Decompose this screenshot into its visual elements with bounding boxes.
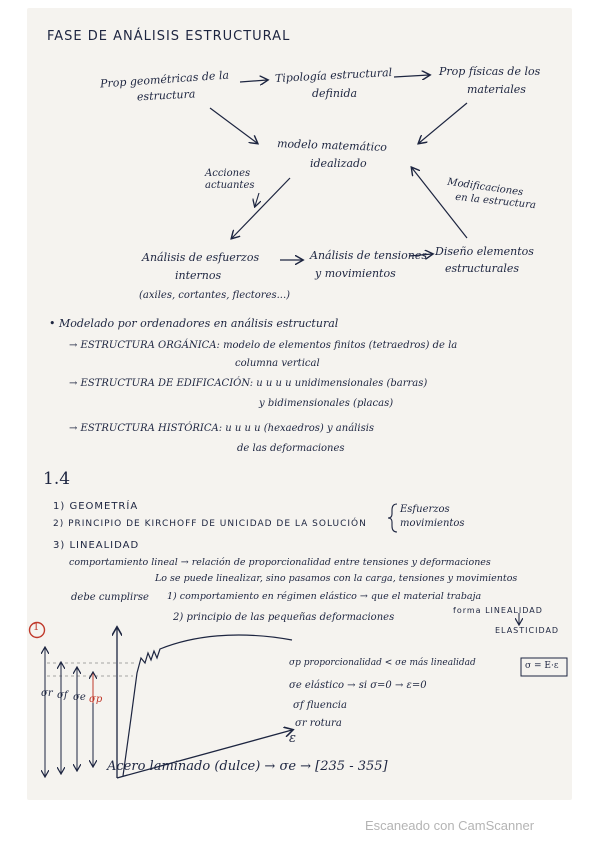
acciones-line1: Acciones: [205, 168, 251, 179]
edificacion-line1: → ESTRUCTURA DE EDIFICACIÓN: u u u u uni…: [69, 378, 428, 389]
prop-fisicas-line2: materiales: [467, 83, 526, 96]
legend-proporcionalidad: σp proporcionalidad < σe más linealidad: [289, 658, 476, 668]
item-linealidad: 3) LINEALIDAD: [53, 540, 140, 551]
legend-rotura: σr rotura: [295, 718, 342, 729]
esfuerzos-examples: (axiles, cortantes, flectores...): [139, 290, 291, 301]
tipologia-line2: definida: [312, 87, 358, 100]
legend-elastico: σe elástico → si σ=0 → ε=0: [289, 680, 427, 691]
prop-fisicas-line1: Prop físicas de los: [439, 65, 541, 78]
analisis-esfuerzos-line1: Análisis de esfuerzos: [142, 251, 260, 264]
ylabel-sigma-r: σr: [41, 688, 53, 699]
linealidad-pequenas: 2) principio de las pequeñas deformacion…: [173, 612, 395, 623]
organica-line2: columna vertical: [235, 358, 320, 369]
elasticidad-tag: ELASTICIDAD: [495, 626, 560, 635]
edificacion-line2: y bidimensionales (placas): [259, 398, 394, 409]
modelado-heading: • Modelado por ordenadores en análisis e…: [49, 317, 339, 330]
diseno-line1: Diseño elementos: [435, 245, 534, 258]
legend-fluencia: σf fluencia: [293, 700, 347, 711]
diseno-line2: estructurales: [445, 262, 520, 275]
modelo-line2: idealizado: [310, 157, 367, 170]
xlabel-epsilon: ε: [289, 731, 296, 746]
linealidad-debe: debe cumplirse: [71, 592, 149, 603]
organica-line1: → ESTRUCTURA ORGÁNICA: modelo de element…: [69, 340, 458, 351]
item-geometria: 1) GEOMETRÍA: [53, 501, 139, 512]
camscanner-watermark: Escaneado con CamScanner: [364, 818, 535, 833]
analisis-tensiones-line1: Análisis de tensiones: [310, 249, 428, 262]
acciones-line2: actuantes: [205, 180, 255, 191]
handwritten-arrows: [28, 8, 568, 779]
section-number: 1.4: [43, 469, 71, 489]
linealidad-regimen: 1) comportamiento en régimen elástico → …: [167, 591, 482, 602]
analisis-esfuerzos-line2: internos: [175, 269, 222, 282]
historica-line1: → ESTRUCTURA HISTÓRICA: u u u u (hexaedr…: [69, 423, 375, 434]
historica-line2: de las deformaciones: [237, 443, 345, 454]
page-title: FASE DE ANÁLISIS ESTRUCTURAL: [47, 29, 291, 44]
acero-laminado: Acero laminado (dulce) → σe → [235 - 355…: [107, 759, 388, 774]
linealidad-line1: comportamiento lineal → relación de prop…: [69, 557, 491, 568]
kirchoff-brace-esfuerzos: Esfuerzos: [400, 504, 450, 515]
formula-box: σ = E·ε: [525, 661, 559, 671]
ylabel-sigma-p: σp: [89, 694, 103, 705]
linealidad-tag: forma LINEALIDAD: [453, 606, 543, 615]
item-kirchoff: 2) PRINCIPIO DE KIRCHOFF DE UNICIDAD DE …: [53, 519, 367, 529]
linealidad-line2: Lo se puede linealizar, sino pasamos con…: [155, 573, 518, 584]
analisis-tensiones-line2: y movimientos: [315, 267, 396, 280]
circle-number: 1: [33, 622, 40, 633]
ylabel-sigma-e: σe: [73, 692, 86, 703]
kirchoff-brace-movimientos: movimientos: [400, 518, 465, 529]
ylabel-sigma-f: σf: [57, 690, 68, 701]
scanned-note-page: FASE DE ANÁLISIS ESTRUCTURAL Prop geomét…: [27, 8, 572, 800]
